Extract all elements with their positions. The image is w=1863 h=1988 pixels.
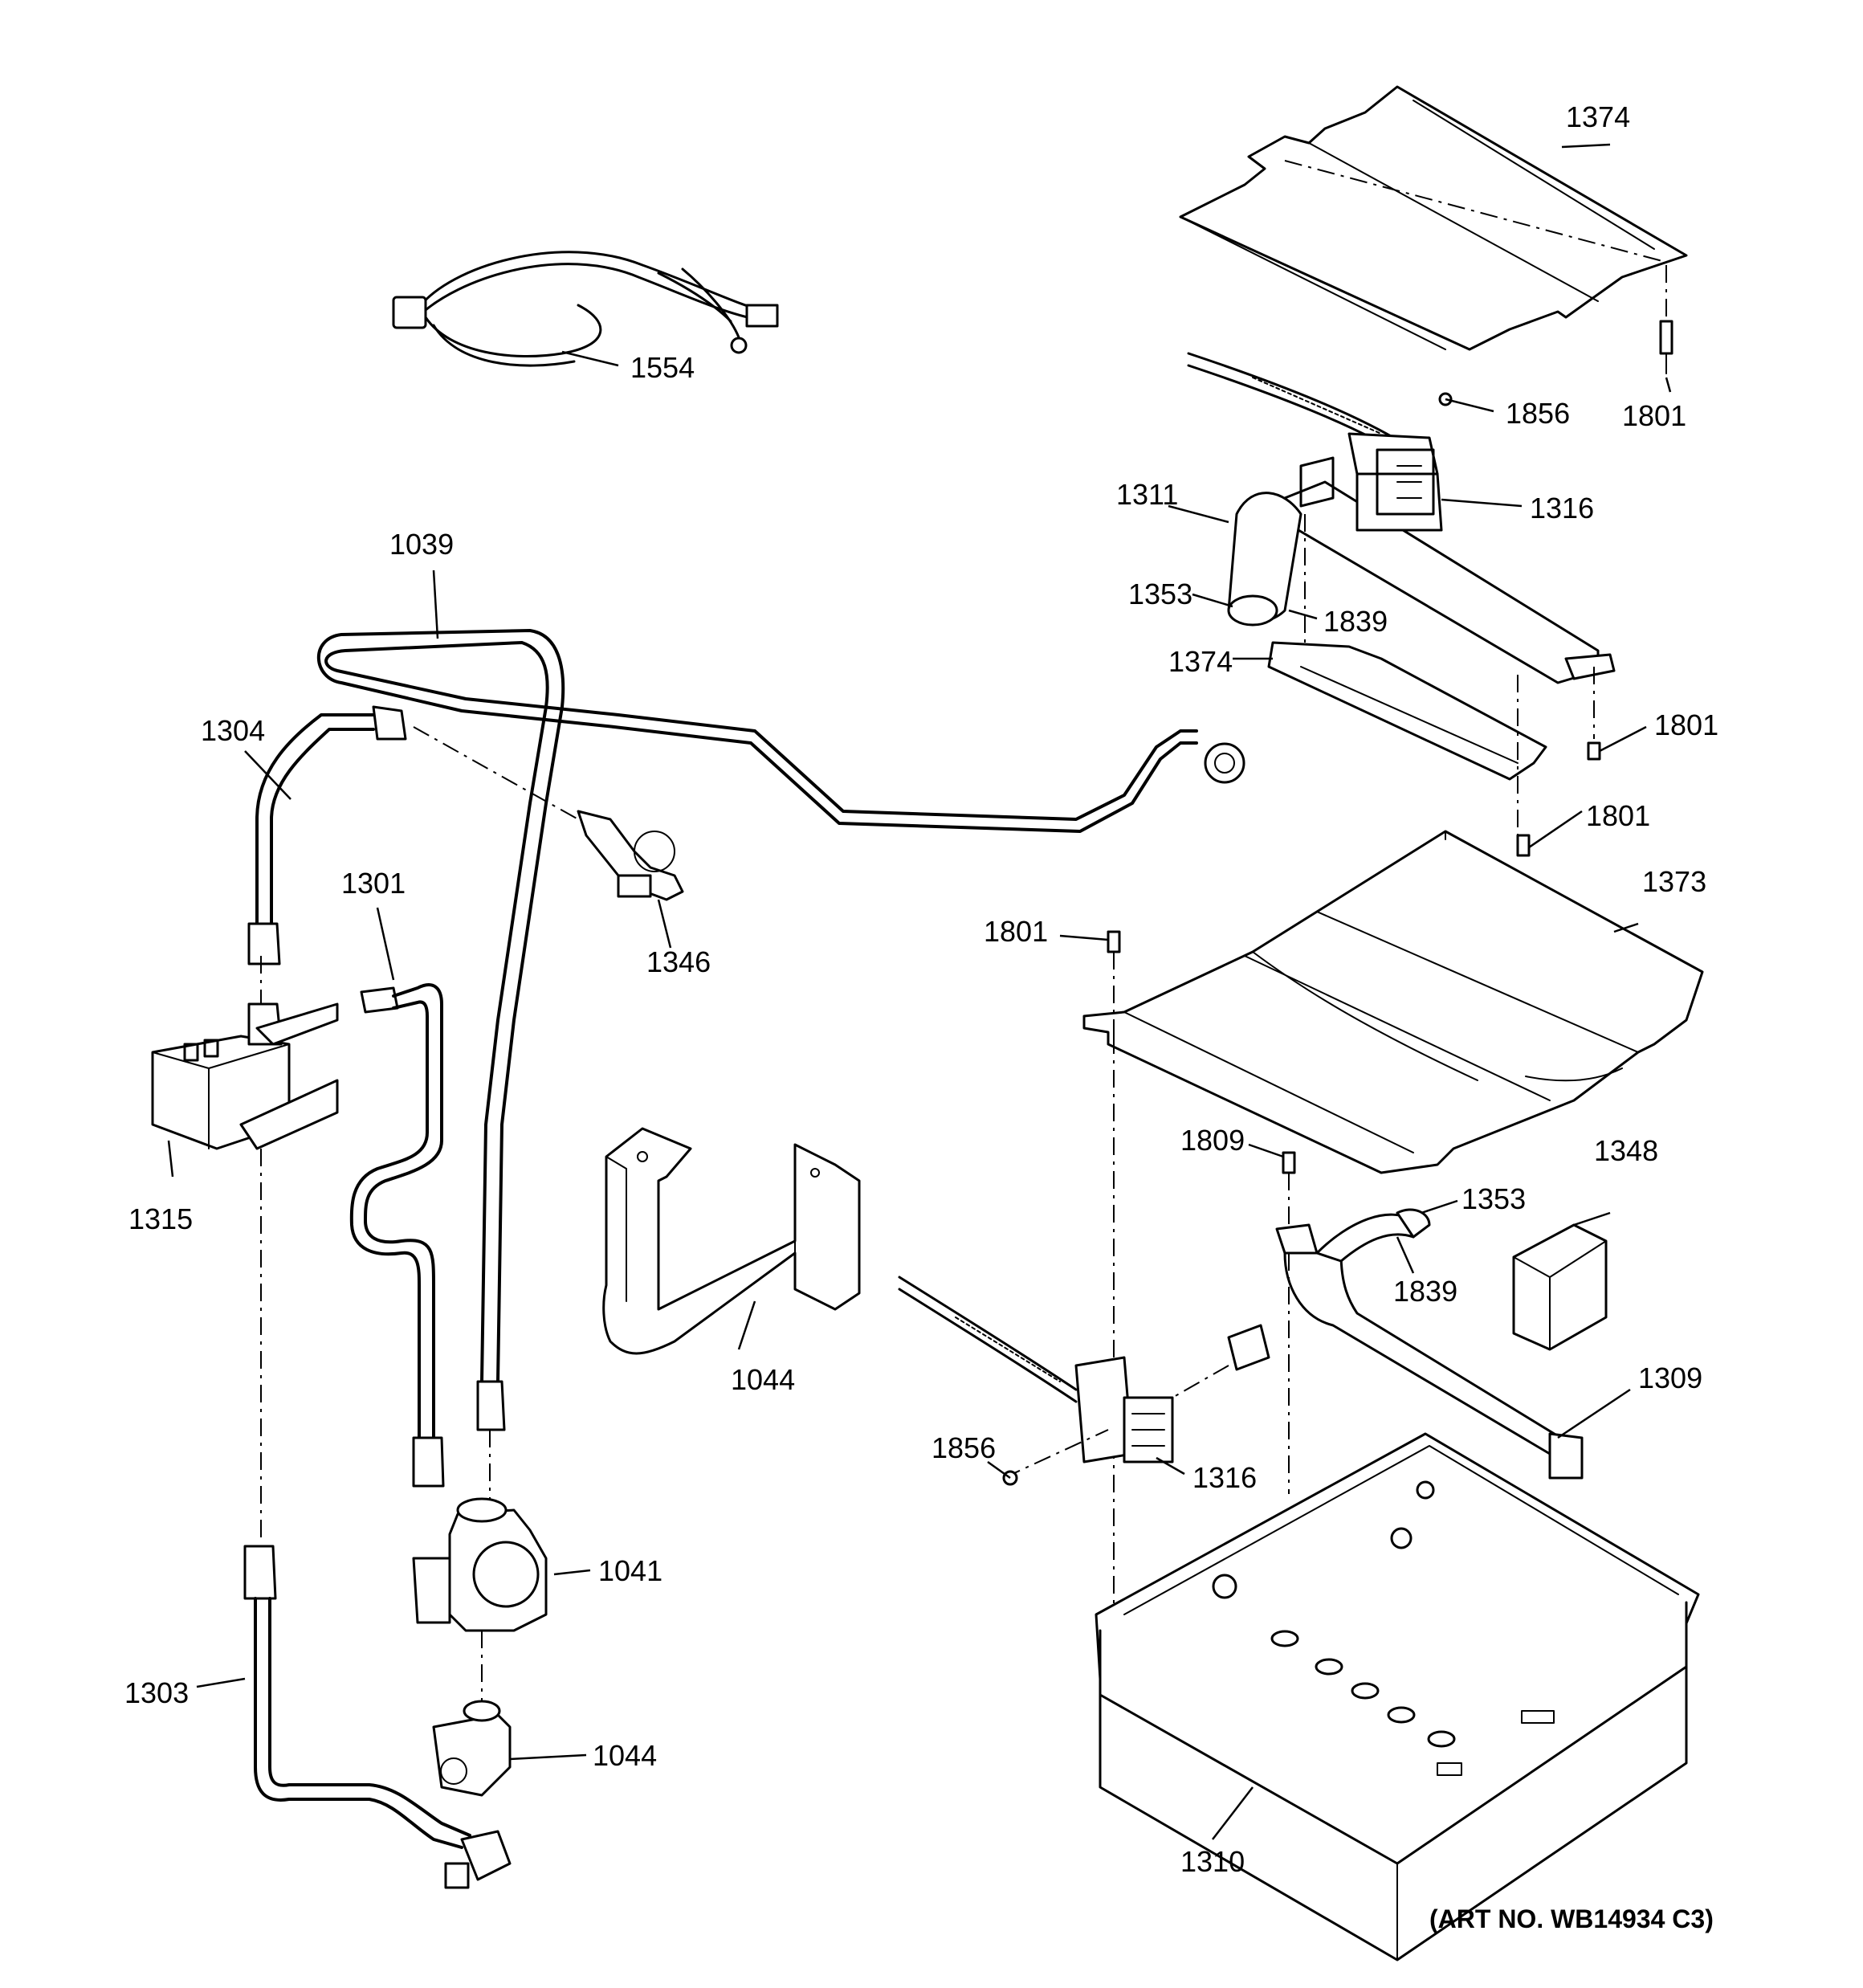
- fitting-1039-bottom: [476, 1380, 506, 1431]
- shield-1374-top: [1179, 85, 1688, 351]
- label-1348: 1348: [1594, 1134, 1658, 1167]
- label-1041: 1041: [598, 1554, 662, 1587]
- screw-1801-lower-mid: [1516, 834, 1531, 857]
- gas-tube-1304: [247, 705, 407, 965]
- screw-1809: [1282, 1151, 1296, 1225]
- label-1039: 1039: [389, 528, 454, 561]
- shield-1373: [1082, 830, 1704, 1174]
- art-number: (ART NO. WB14934 C3): [1429, 1904, 1714, 1933]
- fitting-1346: [577, 810, 684, 901]
- label-1316-top: 1316: [1530, 492, 1594, 525]
- label-1374-top: 1374: [1566, 100, 1630, 133]
- dash-1316-bracket: [1172, 1365, 1229, 1398]
- leader-lines: [167, 143, 1672, 1840]
- label-1301: 1301: [341, 867, 406, 900]
- elbow-1044-bottom: [432, 1700, 512, 1797]
- burner-box-1310: [1095, 1432, 1700, 1961]
- label-1801-top: 1801: [1622, 399, 1686, 432]
- label-1303: 1303: [124, 1676, 189, 1709]
- label-1374-lower: 1374: [1168, 645, 1233, 678]
- label-1309: 1309: [1638, 1361, 1702, 1394]
- burner-1309-lower: [898, 1208, 1584, 1480]
- label-1353-lower: 1353: [1461, 1182, 1526, 1215]
- bracket-1044-center: [602, 1127, 861, 1355]
- label-1353-top: 1353: [1128, 578, 1192, 610]
- label-1856-top: 1856: [1506, 397, 1570, 430]
- screw-1801-mid: [1587, 741, 1601, 761]
- label-1839-lower: 1839: [1393, 1275, 1457, 1308]
- wire-harness-1554: [392, 251, 779, 367]
- burner-1311-upper: [1187, 352, 1616, 684]
- label-1346: 1346: [646, 945, 711, 978]
- gas-tube-1301: [349, 983, 445, 1488]
- label-1809: 1809: [1180, 1124, 1245, 1157]
- label-1315: 1315: [128, 1202, 193, 1235]
- label-1801-left: 1801: [984, 915, 1048, 948]
- label-1554: 1554: [630, 351, 695, 384]
- cover-1348: [1512, 1223, 1608, 1351]
- label-1316-lower: 1316: [1192, 1461, 1257, 1494]
- dash-1304-to-1346: [413, 726, 579, 820]
- gas-tube-1039: [316, 629, 1245, 1383]
- screw-1801-left: [1107, 930, 1121, 1036]
- label-1839-top: 1839: [1323, 605, 1388, 638]
- label-1310: 1310: [1180, 1845, 1245, 1878]
- label-1044-bottom: 1044: [593, 1739, 657, 1772]
- screw-1801-top-right: [1659, 265, 1673, 374]
- label-1311: 1311: [1116, 478, 1178, 511]
- label-1801-lower-mid: 1801: [1586, 799, 1650, 832]
- gas-tube-1303: [243, 1545, 512, 1889]
- label-1044-center: 1044: [731, 1363, 795, 1396]
- label-1304: 1304: [201, 714, 265, 747]
- regulator-1041: [412, 1497, 548, 1632]
- label-1856-lower: 1856: [932, 1431, 996, 1464]
- label-1801-mid: 1801: [1654, 708, 1718, 741]
- valve-1315: [151, 1002, 339, 1150]
- label-1373: 1373: [1642, 865, 1706, 898]
- shield-1374-lower: [1267, 641, 1547, 781]
